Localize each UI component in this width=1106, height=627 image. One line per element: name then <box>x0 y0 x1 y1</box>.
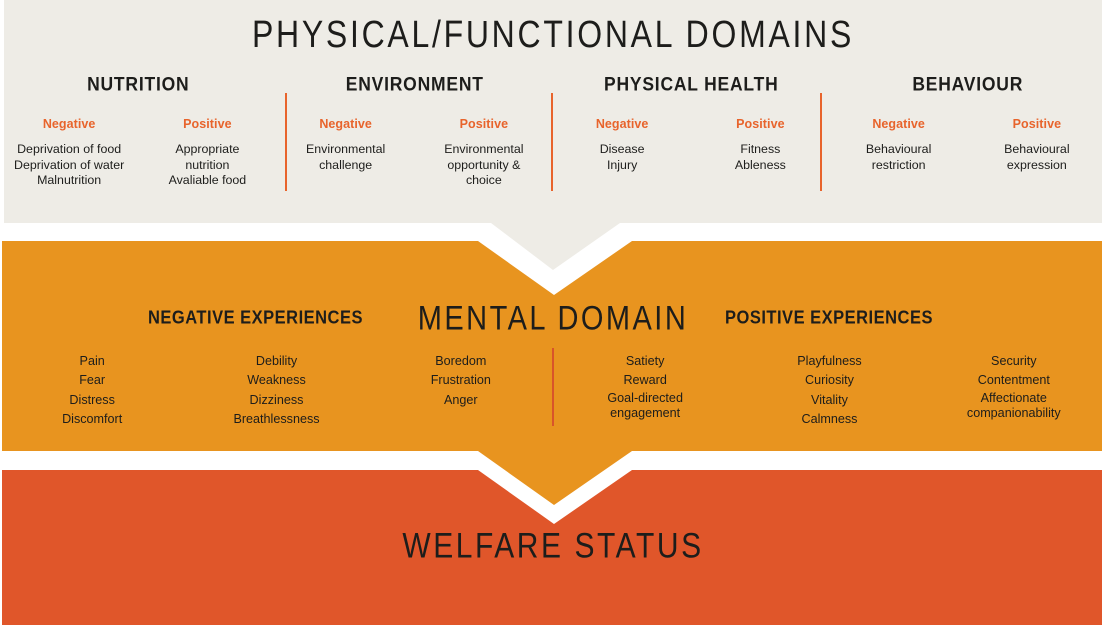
list-item: Contentment <box>977 373 1050 388</box>
list-item: Curiosity <box>804 373 854 388</box>
mental-domain-title: MENTAL DOMAIN <box>417 300 689 338</box>
positive-label: Positive <box>1012 117 1062 131</box>
list-item: Dizziness <box>249 392 304 407</box>
list-item: Vitality <box>811 392 848 407</box>
domain-environment: ENVIRONMENT Negative Environmental chall… <box>277 72 554 189</box>
list-item: companionability <box>966 405 1061 420</box>
negative-label: Negative <box>595 117 649 131</box>
domain-divider-2 <box>551 93 553 191</box>
list-item: Anger <box>444 392 478 407</box>
list-item: Debility <box>255 354 298 368</box>
list-item: Injury <box>606 157 638 172</box>
mental-negative-column-2: Debility Weakness Dizziness Breathlessne… <box>184 352 368 429</box>
list-item: Goal-directed <box>607 390 683 405</box>
negative-experiences-header: NEGATIVE EXPERIENCES <box>148 307 363 329</box>
positive-label: Positive <box>459 117 509 131</box>
domain-environment-negative: Negative Environmental challenge <box>277 117 415 189</box>
welfare-status-title: WELFARE STATUS <box>402 526 704 566</box>
list-item: Boredom <box>435 354 487 368</box>
list-item: Playfulness <box>797 354 862 368</box>
negative-item-list: Disease Injury <box>559 142 685 173</box>
domain-nutrition-positive: Positive Appropriate nutrition Avaliable… <box>138 117 276 189</box>
page-title: PHYSICAL/FUNCTIONAL DOMAINS <box>251 12 855 56</box>
list-item: Deprivation of food <box>17 142 122 156</box>
positive-item-list: Fitness Ableness <box>697 142 823 173</box>
domain-physical-health-negative: Negative Disease Injury <box>553 117 691 173</box>
list-item: expression <box>1006 157 1067 172</box>
mental-positive-column-1: Satiety Reward Goal-directed engagement <box>553 352 737 429</box>
negative-label: Negative <box>319 117 372 131</box>
mental-negative-column-1: Pain Fear Distress Discomfort <box>0 352 184 429</box>
list-item: nutrition <box>185 157 230 172</box>
list-item: Frustration <box>430 373 491 388</box>
list-item: Environmental <box>306 142 386 156</box>
list-item: Affectionate <box>980 390 1047 405</box>
list-item: Avaliable food <box>168 173 247 188</box>
list-item: opportunity & <box>447 157 521 172</box>
list-item: Disease <box>599 142 645 156</box>
list-item: Calmness <box>801 411 858 426</box>
negative-label: Negative <box>872 117 925 131</box>
list-item: Appropriate <box>175 142 240 156</box>
mental-domain-columns: Pain Fear Distress Discomfort Debility W… <box>0 352 1106 429</box>
domain-nutrition: NUTRITION Negative Deprivation of food D… <box>0 72 277 189</box>
list-item: Discomfort <box>62 411 123 426</box>
negative-item-list: Behavioural restriction <box>836 142 962 173</box>
domain-behaviour-negative: Negative Behavioural restriction <box>830 117 968 173</box>
list-item: challenge <box>319 157 373 172</box>
mental-positive-column-2: Playfulness Curiosity Vitality Calmness <box>737 352 921 429</box>
domain-behaviour-positive: Positive Behavioural expression <box>968 117 1106 173</box>
domain-behaviour: BEHAVIOUR Negative Behavioural restricti… <box>830 72 1106 189</box>
list-item: Pain <box>79 354 105 368</box>
list-item: Weakness <box>247 373 306 388</box>
mental-positive-column-3: Security Contentment Affectionate compan… <box>922 352 1106 429</box>
list-item: Breathlessness <box>233 411 320 426</box>
negative-label: Negative <box>42 117 96 131</box>
mental-domain-center-divider <box>552 348 554 426</box>
list-item: Fitness <box>740 142 781 156</box>
list-item: Fear <box>79 373 106 388</box>
positive-item-list: Appropriate nutrition Avaliable food <box>144 142 270 189</box>
domain-physical-health: PHYSICAL HEALTH Negative Disease Injury … <box>553 72 830 189</box>
list-item: choice <box>465 173 502 188</box>
domain-physical-health-title: PHYSICAL HEALTH <box>603 72 779 95</box>
domain-divider-1 <box>285 93 287 191</box>
list-item: Environmental <box>444 142 524 156</box>
domain-nutrition-negative: Negative Deprivation of food Deprivation… <box>0 117 138 189</box>
list-item: Behavioural <box>865 142 932 156</box>
positive-label: Positive <box>183 117 232 131</box>
list-item: Behavioural <box>1004 142 1070 156</box>
list-item: Satiety <box>625 354 665 368</box>
positive-item-list: Behavioural expression <box>974 142 1100 173</box>
list-item: Ableness <box>734 157 786 172</box>
list-item: Deprivation of water <box>14 157 125 172</box>
domain-nutrition-title: NUTRITION <box>87 72 190 95</box>
domain-environment-title: ENVIRONMENT <box>345 72 484 95</box>
list-item: Security <box>991 354 1037 368</box>
positive-label: Positive <box>736 117 785 131</box>
positive-item-list: Environmental opportunity & choice <box>421 142 547 189</box>
negative-item-list: Environmental challenge <box>283 142 409 173</box>
physical-domains-row: NUTRITION Negative Deprivation of food D… <box>0 72 1106 189</box>
list-item: Malnutrition <box>37 173 102 188</box>
list-item: Distress <box>69 392 115 407</box>
mental-negative-column-3: Boredom Frustration Anger <box>369 352 553 429</box>
domain-physical-health-positive: Positive Fitness Ableness <box>691 117 829 173</box>
negative-item-list: Deprivation of food Deprivation of water… <box>6 142 132 189</box>
list-item: Reward <box>623 373 667 388</box>
list-item: restriction <box>871 157 926 172</box>
domain-environment-positive: Positive Environmental opportunity & cho… <box>415 117 553 189</box>
positive-experiences-header: POSITIVE EXPERIENCES <box>725 307 933 329</box>
domain-behaviour-title: BEHAVIOUR <box>912 72 1024 95</box>
list-item: engagement <box>610 405 681 420</box>
domain-divider-3 <box>820 93 822 191</box>
